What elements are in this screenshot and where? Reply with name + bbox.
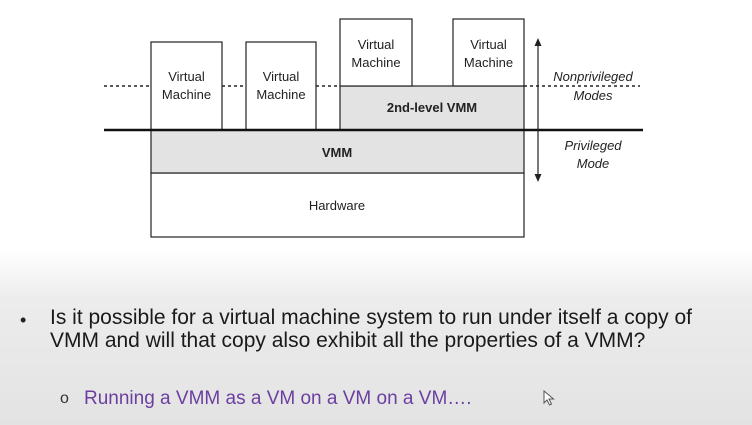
sub-bullet-marker: o [60, 390, 69, 407]
bullet-marker: • [20, 310, 27, 330]
mouse-pointer-icon [543, 390, 555, 406]
vm-1-line1: Virtual [168, 69, 205, 84]
privileged-label-line1: Privileged [564, 138, 622, 153]
second-level-vmm-label: 2nd-level VMM [387, 100, 477, 115]
virtualization-diagram: Hardware VMM 2nd-level VMM Virtual Machi… [104, 18, 643, 238]
sub-bullet-text: Running a VMM as a VM on a VM on a VM…. [84, 388, 472, 409]
bullet-main-text: Is it possible for a virtual machine sys… [50, 306, 692, 352]
vm-2-line2: Machine [256, 87, 305, 102]
vm-box-1 [150, 41, 223, 131]
vm-2-line1: Virtual [263, 69, 300, 84]
vm-box-3 [339, 18, 413, 87]
hardware-label: Hardware [309, 198, 365, 213]
mode-arrow-down-head [534, 174, 542, 182]
hardware-box [150, 172, 525, 238]
vmm-box [150, 129, 525, 174]
nonprivileged-label-line2: Modes [573, 88, 613, 103]
vm-3-line1: Virtual [358, 37, 395, 52]
vm-box-4 [452, 18, 525, 87]
mode-arrow-up-head [534, 38, 542, 46]
vm-3-line2: Machine [351, 55, 400, 70]
vm-1-line2: Machine [162, 87, 211, 102]
nonprivileged-label-line1: Nonprivileged [553, 69, 633, 84]
vm-4-line2: Machine [464, 55, 513, 70]
vm-box-2 [245, 41, 317, 131]
privileged-label-line2: Mode [577, 156, 610, 171]
vm-4-line1: Virtual [470, 37, 507, 52]
second-level-vmm-box [339, 85, 525, 131]
vmm-label: VMM [322, 145, 352, 160]
